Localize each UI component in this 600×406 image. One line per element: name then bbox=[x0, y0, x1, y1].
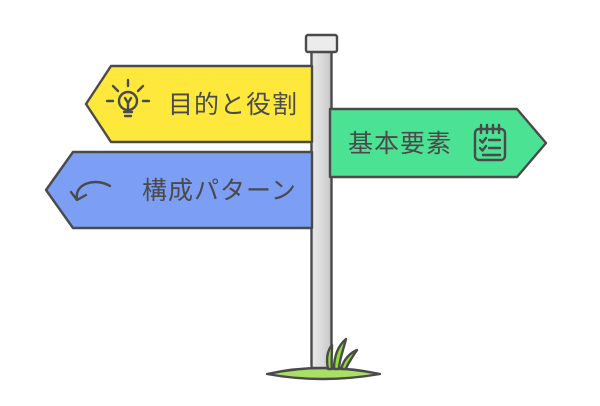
sign-elements: 基本要素 bbox=[328, 107, 548, 179]
lightbulb-icon bbox=[105, 78, 151, 118]
checklist-icon bbox=[473, 123, 507, 162]
sign-purpose-label: 目的と役割 bbox=[168, 91, 298, 119]
sign-purpose: 目的と役割 bbox=[84, 64, 314, 144]
sign-elements-label: 基本要素 bbox=[348, 130, 452, 158]
signpost-pole bbox=[310, 48, 333, 370]
sign-pattern-label: 構成パターン bbox=[142, 177, 297, 205]
grass-icon bbox=[325, 337, 359, 371]
pole-cap bbox=[304, 33, 339, 54]
sign-pattern: 構成パターン bbox=[44, 150, 314, 230]
curved-arrow-icon bbox=[69, 180, 112, 202]
ground-patch bbox=[265, 366, 382, 381]
